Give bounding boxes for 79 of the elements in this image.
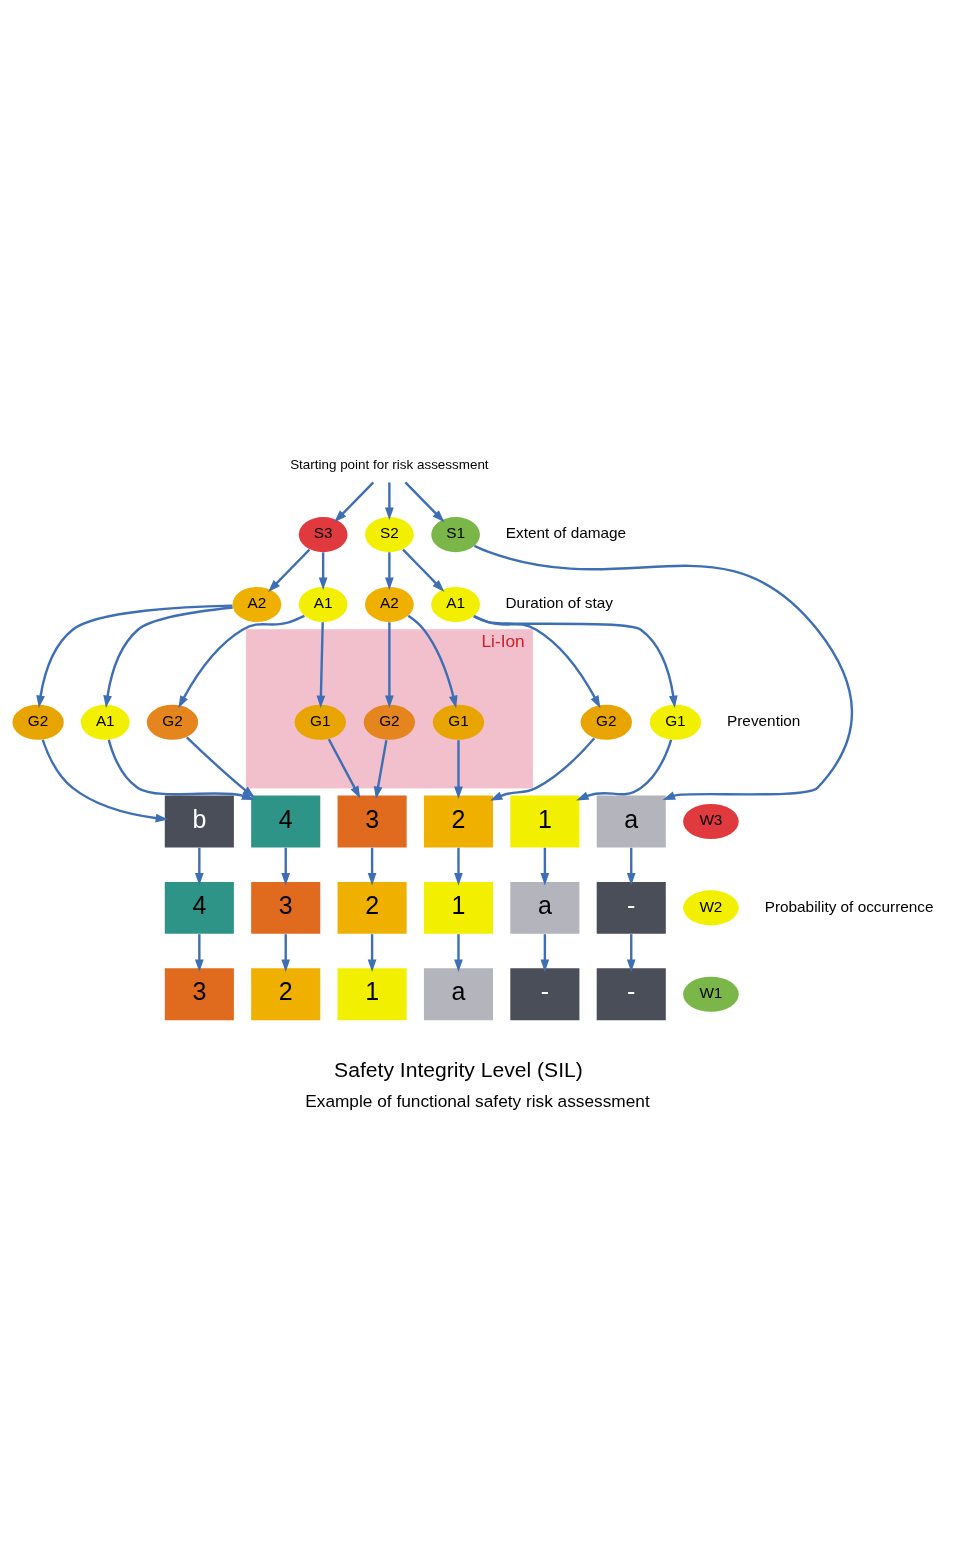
node-ellipse: W2 [683,889,739,925]
caption: Example of functional safety risk assessment [305,1090,650,1111]
arrow [385,551,394,590]
arrow [367,933,377,972]
node-box: a [423,967,494,1020]
node-ellipse: G1 [432,704,485,740]
node-ellipse: G2 [580,704,632,740]
node-box: 3 [251,881,321,934]
node-box: 3 [164,967,234,1020]
arrow [540,847,550,886]
node-ellipse: A2 [232,586,282,622]
arrow [407,614,458,708]
arrow [576,739,673,800]
node-ellipse: A2 [365,586,414,622]
node-box: a [510,881,580,934]
arrow [186,735,255,798]
arrow [36,603,233,708]
node-ellipse: A1 [298,586,348,622]
node-box: 4 [251,795,321,847]
arrow [194,933,204,972]
node-box: - [596,881,666,934]
label: Probability of occurrence [764,897,934,915]
node-ellipse: G1 [294,704,346,740]
arrow [318,551,328,590]
label: Duration of stay [505,593,613,611]
node-box: 2 [251,967,321,1020]
label: Prevention [727,711,801,729]
arrow [178,614,305,708]
node-ellipse: S2 [365,516,414,552]
node-box: 1 [337,967,407,1020]
node-box: 2 [337,881,407,934]
node-ellipse: G2 [363,704,416,740]
arrow [454,739,463,799]
arrow [385,621,394,708]
node-text: Starting point for risk assessment [290,456,489,472]
arrow [473,614,601,708]
arrow [316,621,326,708]
arrow [194,847,204,886]
arrow [473,614,678,708]
node-box: 3 [337,795,407,847]
arrow [626,933,636,972]
node-box: 1 [510,795,580,847]
node-ellipse: G2 [12,704,64,740]
node-ellipse: W3 [683,803,739,839]
arrow [41,738,169,822]
node-box: a [596,795,666,847]
arrow [454,847,463,886]
node-box: b [164,795,234,847]
node-ellipse: W1 [683,976,739,1012]
node-box: - [596,967,666,1020]
node-box: 2 [423,795,494,847]
node-box: - [510,967,580,1020]
node-box: 4 [164,881,234,934]
arrow [402,548,445,592]
label: Safety Integrity Level (SIL) [334,1057,583,1081]
arrow [281,933,291,972]
node-ellipse: A1 [431,586,480,622]
arrow [334,481,375,522]
arrow [489,736,596,801]
arrow [373,739,388,799]
node-ellipse: S3 [298,516,348,552]
arrow [385,481,394,520]
node-ellipse: A1 [80,704,130,740]
node-ellipse: S1 [431,516,480,552]
arrow [107,739,255,800]
node-ellipse: G1 [649,704,702,740]
arrow [540,933,550,972]
arrow [103,605,233,708]
node-box: 1 [423,881,494,934]
arrow [281,847,291,886]
arrow [626,847,636,886]
arrow [404,481,445,522]
node-ellipse: G2 [146,704,199,740]
arrow [454,933,463,972]
arrow [473,544,854,800]
arrow [367,847,377,886]
arrow [268,548,311,592]
arrow [327,738,361,798]
label: Extent of damage [505,523,627,541]
